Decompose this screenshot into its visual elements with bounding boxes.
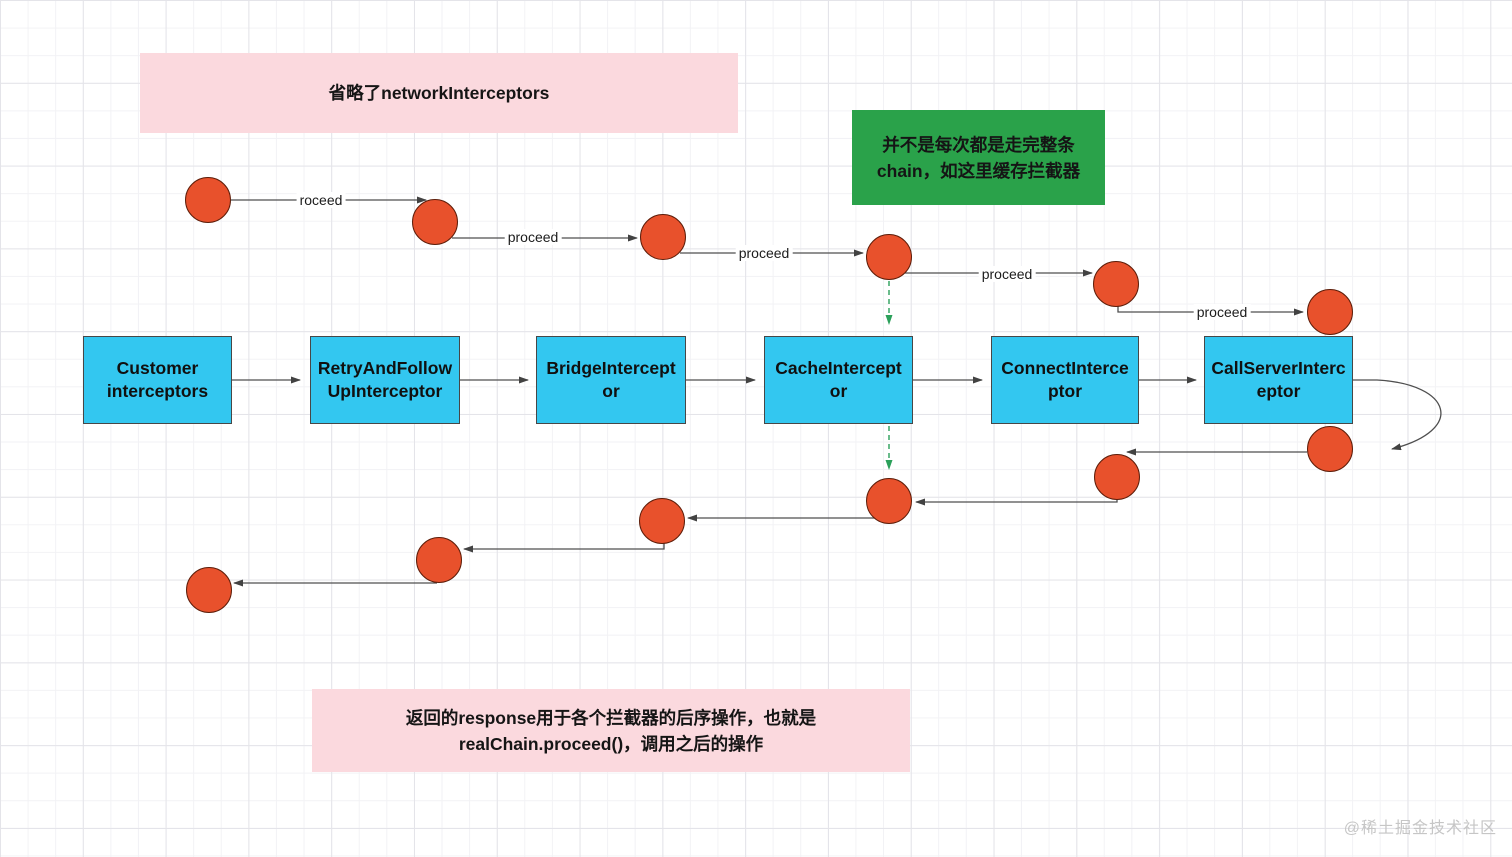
box-label-line: BridgeIntercept (546, 358, 676, 378)
edge-label-proceed-5: proceed (1193, 304, 1251, 320)
note-text: 省略了networkInterceptors (328, 83, 550, 103)
chain-node-circle (1093, 261, 1139, 307)
box-customer-interceptors: Customer interceptors (83, 336, 232, 424)
box-label-line: ptor (1047, 381, 1083, 401)
edge-label-proceed-4: proceed (978, 266, 1036, 282)
return-arrow-4 (463, 543, 665, 553)
box-connect-interceptor: ConnectInterce ptor (991, 336, 1139, 424)
box-retry-and-follow-up-interceptor: RetryAndFollow UpInterceptor (310, 336, 460, 424)
box-label-line: interceptors (106, 381, 209, 401)
edge-label-proceed-3: proceed (735, 245, 793, 261)
box-label-line: CacheIntercept (775, 358, 902, 378)
box-label-line: ConnectInterce (1001, 358, 1129, 378)
box-label-line: RetryAndFollow (317, 358, 453, 378)
note-cache-shortcut: 并不是每次都是走完整条 chain，如这里缓存拦截器 (852, 110, 1105, 205)
box-label-line: Customer (116, 358, 199, 378)
watermark: @稀土掘金技术社区 (1343, 820, 1497, 837)
chain-node-circle (866, 478, 912, 524)
note-response-usage: 返回的response用于各个拦截器的后序操作，也就是 realChain.pr… (312, 689, 910, 772)
chain-node-circle (1307, 426, 1353, 472)
box-cache-interceptor: CacheIntercept or (764, 336, 913, 424)
box-label-line: eptor (1256, 381, 1301, 401)
chain-node-circle (866, 234, 912, 280)
chain-node-circle (186, 567, 232, 613)
box-label-line: CallServerInterc (1211, 358, 1346, 378)
note-line: chain，如这里缓存拦截器 (876, 160, 1081, 181)
box-label-line: or (829, 381, 848, 401)
chain-node-circle (640, 214, 686, 260)
box-label-line: UpInterceptor (327, 381, 443, 401)
chain-node-circle (185, 177, 231, 223)
box-label-line: or (602, 381, 620, 401)
note-line: realChain.proceed()，调用之后的操作 (458, 733, 764, 754)
loopback-curve-arrow (1353, 379, 1442, 451)
chain-node-circle (416, 537, 462, 583)
note-omitted-network-interceptors: 省略了networkInterceptors (140, 53, 738, 133)
chain-node-circle (412, 199, 458, 245)
return-arrow-2 (915, 498, 1118, 506)
chain-node-circle (639, 498, 685, 544)
note-line: 并不是每次都是走完整条 (882, 134, 1075, 155)
note-line: 返回的response用于各个拦截器的后序操作，也就是 (405, 707, 817, 728)
chain-node-circle (1094, 454, 1140, 500)
chain-node-circle (1307, 289, 1353, 335)
edge-label-proceed-2: proceed (504, 229, 562, 245)
box-call-server-interceptor: CallServerInterc eptor (1204, 336, 1353, 424)
box-bridge-interceptor: BridgeIntercept or (536, 336, 686, 424)
edge-label-proceed-1: roceed (296, 192, 346, 208)
